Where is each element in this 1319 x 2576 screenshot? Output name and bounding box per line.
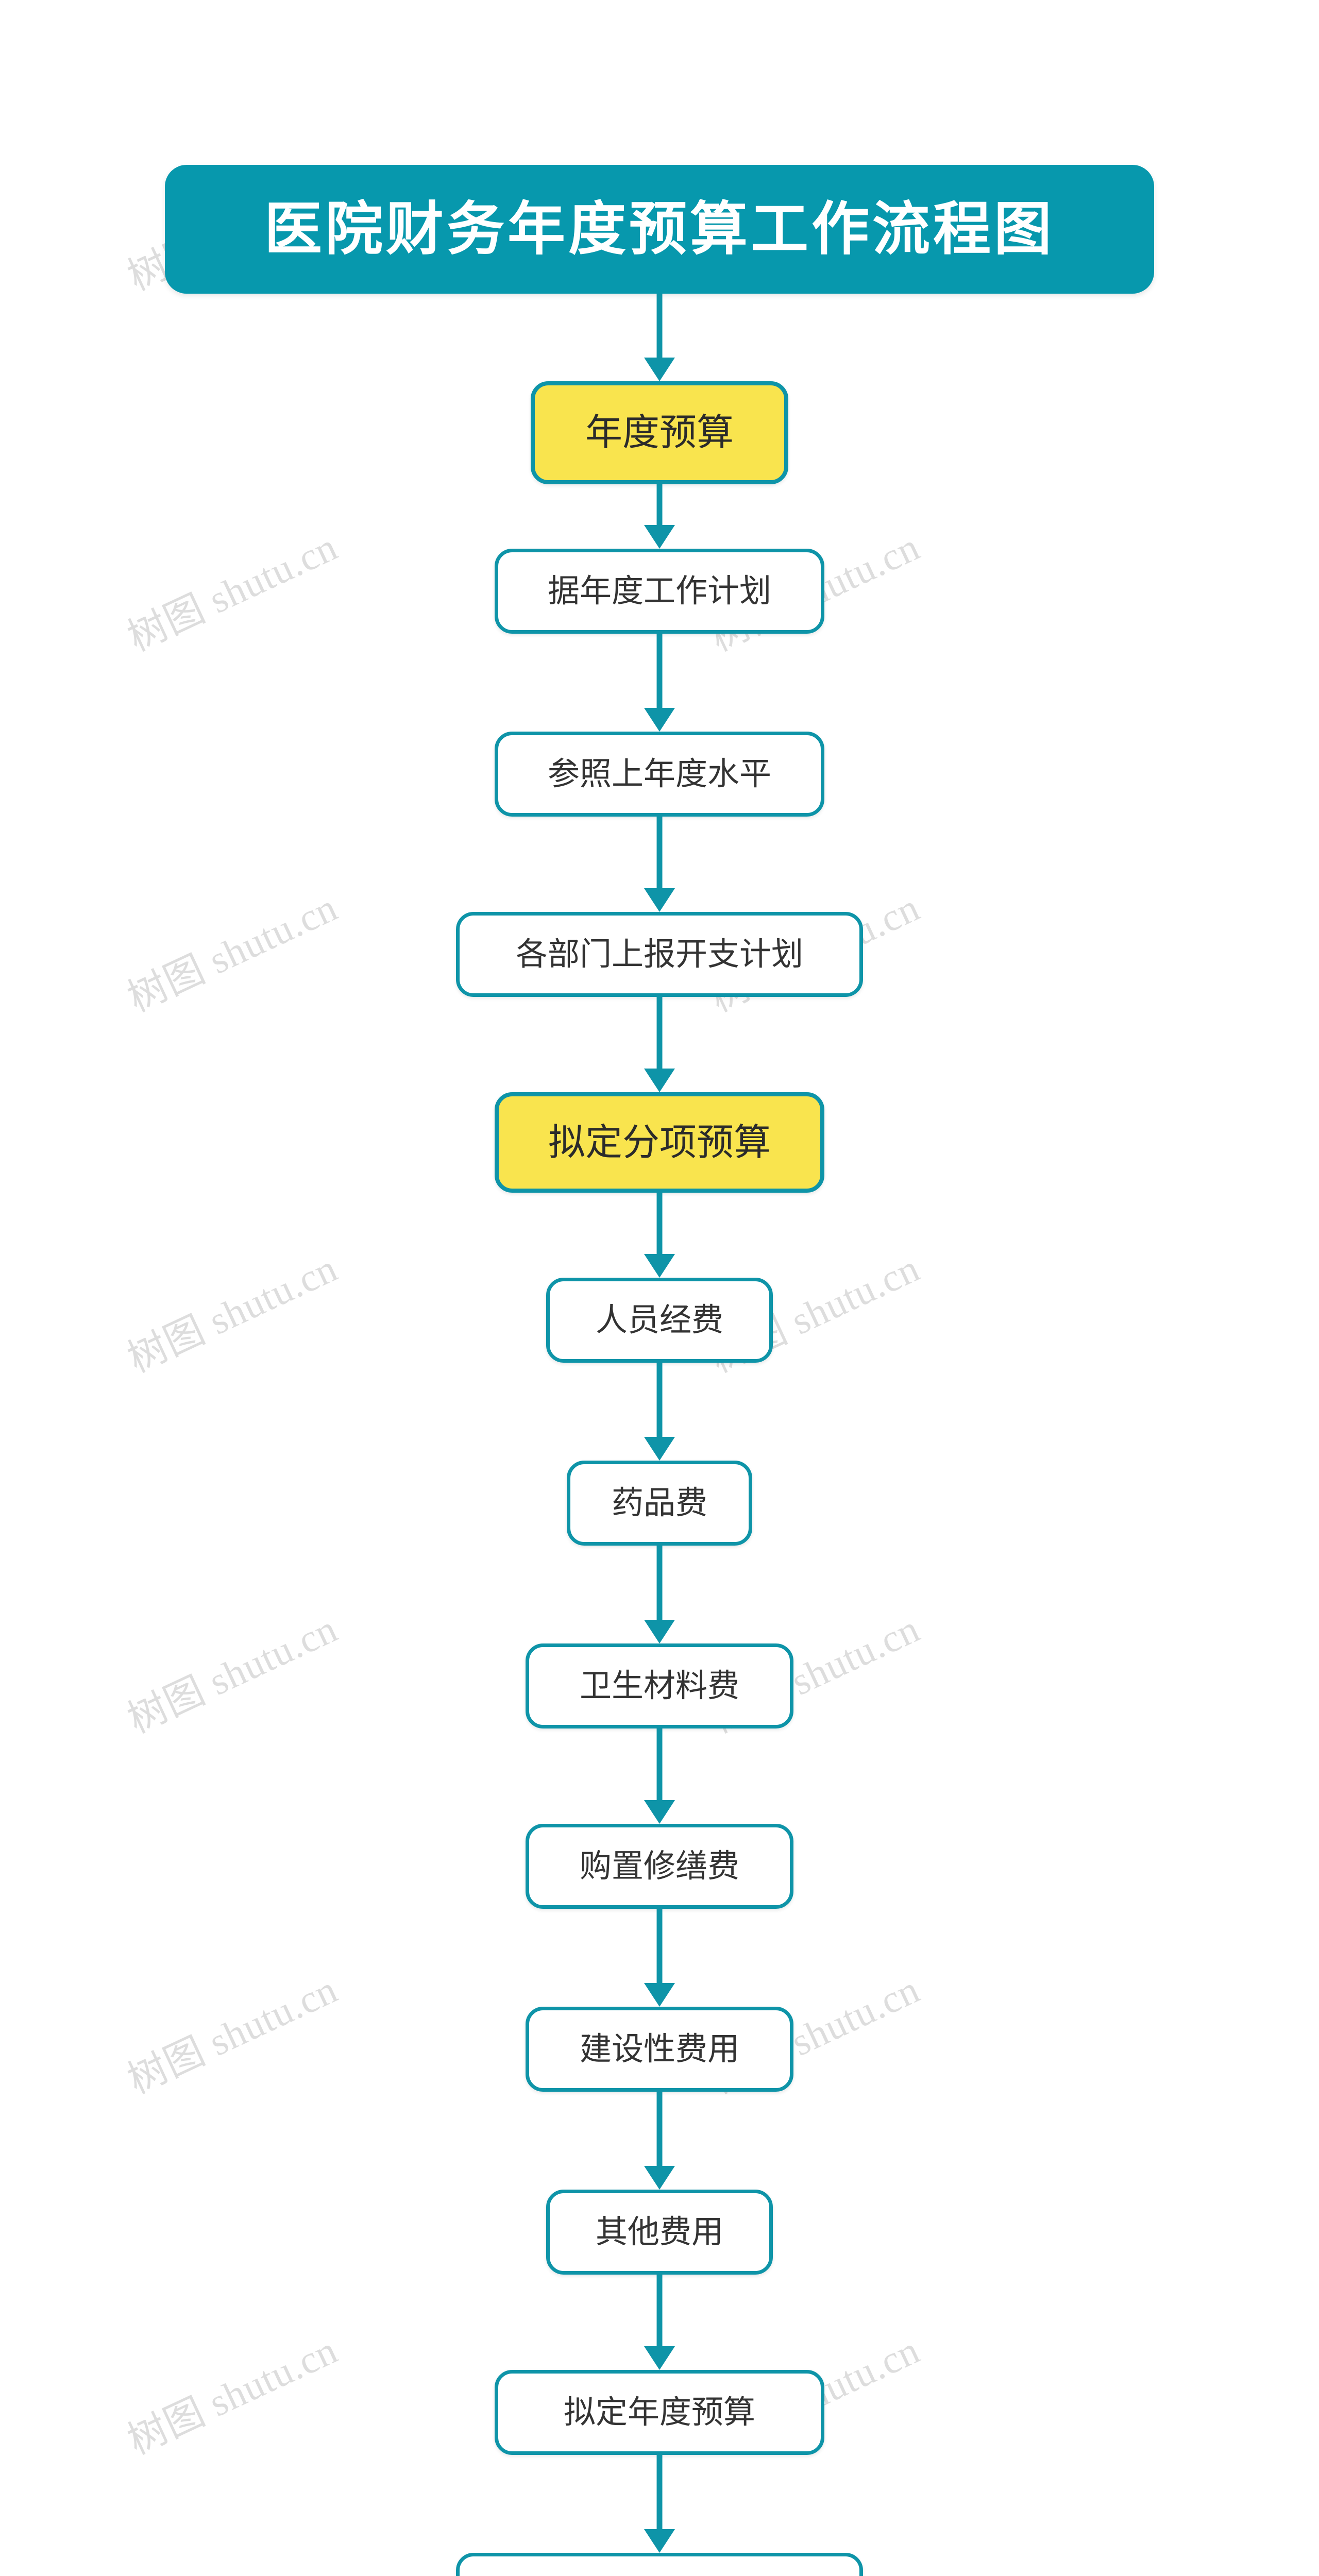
connector-arrowhead: [644, 1620, 675, 1643]
flow-node-label: 卫生材料费: [579, 1668, 739, 1704]
connector-arrowhead: [644, 1069, 675, 1092]
flow-node-n1[interactable]: 年度预算: [531, 381, 788, 484]
connector-line: [656, 2092, 663, 2166]
connector-arrowhead: [644, 2166, 675, 2190]
connector-line: [656, 1909, 663, 1983]
flow-node-n12[interactable]: 拟定年度预算: [495, 2370, 824, 2455]
flow-node-n3[interactable]: 参照上年度水平: [495, 732, 824, 817]
connector-line: [656, 997, 663, 1069]
flow-node-label: 建设性费用: [579, 2031, 739, 2067]
flow-node-n8[interactable]: 卫生材料费: [526, 1643, 793, 1728]
connector-line: [656, 1193, 663, 1254]
flow-node-label: 参照上年度水平: [547, 756, 771, 792]
connector-line: [656, 634, 663, 708]
connector-line: [656, 1546, 663, 1620]
flow-node-n4[interactable]: 各部门上报开支计划: [456, 912, 863, 997]
connector-line: [656, 817, 663, 888]
flow-node-n6[interactable]: 人员经费: [546, 1278, 773, 1363]
connector-arrowhead: [644, 1800, 675, 1824]
connector-line: [656, 2455, 663, 2529]
diagram-title-banner: 医院财务年度预算工作流程图: [165, 165, 1154, 294]
connector-arrowhead: [644, 888, 675, 912]
flow-node-label: 年度预算: [585, 412, 734, 453]
connector-line: [656, 2275, 663, 2346]
connector-arrowhead: [644, 2529, 675, 2553]
connector-line: [656, 484, 663, 525]
connector-arrowhead: [644, 1983, 675, 2007]
flow-node-n5[interactable]: 拟定分项预算: [495, 1092, 824, 1193]
connector-arrowhead: [644, 358, 675, 381]
flow-node-label: 其他费用: [595, 2214, 723, 2250]
connector-line: [656, 1363, 663, 1437]
connector-arrowhead: [644, 525, 675, 549]
flow-node-n2[interactable]: 据年度工作计划: [495, 549, 824, 634]
flow-node-n13[interactable]: 预算建议主要说明: [456, 2553, 863, 2576]
flow-node-n7[interactable]: 药品费: [567, 1461, 752, 1546]
connector-arrowhead: [644, 708, 675, 732]
flow-node-label: 拟定分项预算: [548, 1122, 771, 1163]
flow-node-label: 药品费: [611, 1485, 707, 1521]
flow-node-label: 购置修缮费: [579, 1848, 739, 1884]
flow-node-label: 人员经费: [595, 1302, 723, 1338]
flow-node-label: 据年度工作计划: [547, 573, 771, 609]
diagram-title-text: 医院财务年度预算工作流程图: [264, 197, 1055, 261]
flow-node-n9[interactable]: 购置修缮费: [526, 1824, 793, 1909]
flow-node-n10[interactable]: 建设性费用: [526, 2007, 793, 2092]
connector-arrowhead: [644, 2346, 675, 2370]
connector-line: [656, 1728, 663, 1800]
connector-arrowhead: [644, 1254, 675, 1278]
flow-node-label: 各部门上报开支计划: [515, 936, 803, 972]
flow-node-label: 拟定年度预算: [563, 2394, 755, 2430]
connector-arrowhead: [644, 1437, 675, 1461]
flow-node-n11[interactable]: 其他费用: [546, 2190, 773, 2275]
connector-line: [656, 294, 663, 358]
